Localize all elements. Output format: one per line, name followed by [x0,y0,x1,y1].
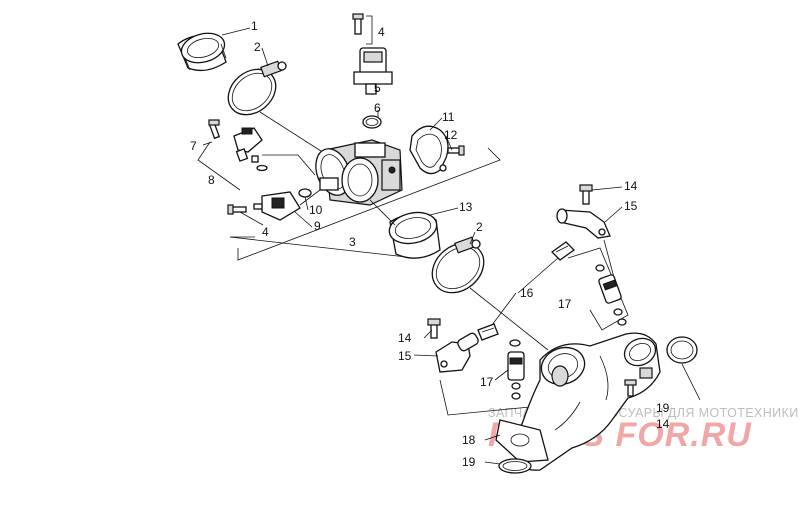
clip-16-bottom [477,323,499,341]
callout-14-left: 14 [398,331,412,345]
callout-2-top: 2 [254,40,261,54]
callout-15-left: 15 [398,349,412,363]
callout-3: 3 [349,235,356,249]
callout-4-top: 4 [378,25,385,39]
o-ring-10 [298,188,312,198]
screw-14-bottom [624,379,637,397]
callout-10: 10 [309,203,323,217]
o-ring-19-bottom [498,458,532,474]
o-ring-6 [362,115,382,129]
callout-numbers: 1 2 4 5 6 7 8 11 12 10 4 9 3 13 2 14 15 … [190,19,670,469]
coupler-sleeve-top [177,32,227,72]
coupler-sleeve-middle [388,211,441,259]
fuel-fitting-15-top [556,208,611,239]
tps-sensor [233,127,268,172]
throttle-body [315,139,403,206]
callout-8: 8 [208,173,215,187]
callout-9: 9 [314,219,321,233]
map-sensor-9 [253,191,301,221]
fuel-injector-bottom [507,339,525,400]
callout-19-bottom: 19 [462,455,476,469]
idle-air-sensor [353,47,393,95]
callout-6: 6 [374,101,381,115]
bracket-3-line [237,147,501,261]
o-ring-19-right [666,336,698,364]
callout-7: 7 [190,139,197,153]
callout-11: 11 [442,110,455,124]
callout-14-bottom: 14 [656,417,670,431]
callout-16: 16 [520,286,534,300]
screw-4-left [227,204,247,215]
fuel-fitting-15-left [435,332,479,373]
screw-7 [208,119,221,140]
screw-top [352,13,364,35]
callout-4-left: 4 [262,225,269,239]
hose-clamp-top [227,60,287,116]
callout-15-top: 15 [624,199,638,213]
callout-19-right: 19 [656,401,670,415]
callout-12: 12 [444,128,458,142]
callout-leaders [202,27,623,465]
screw-12 [447,145,465,156]
assembly-brackets [197,141,629,416]
fuel-injector-top [595,264,627,326]
callout-14-top: 14 [624,179,638,193]
screw-14-left [427,318,441,339]
gasket-11 [409,125,449,175]
callout-13: 13 [459,200,473,214]
intake-manifold [495,332,661,471]
clip-16-top [550,241,576,261]
callout-5: 5 [374,81,381,95]
callout-18: 18 [462,433,476,447]
hose-clamp-middle [431,236,485,294]
callout-1: 1 [251,19,258,33]
callout-17-bottom: 17 [480,375,494,389]
screw-14-top [579,184,593,205]
callout-2-middle: 2 [476,220,483,234]
callout-17-top: 17 [558,297,572,311]
